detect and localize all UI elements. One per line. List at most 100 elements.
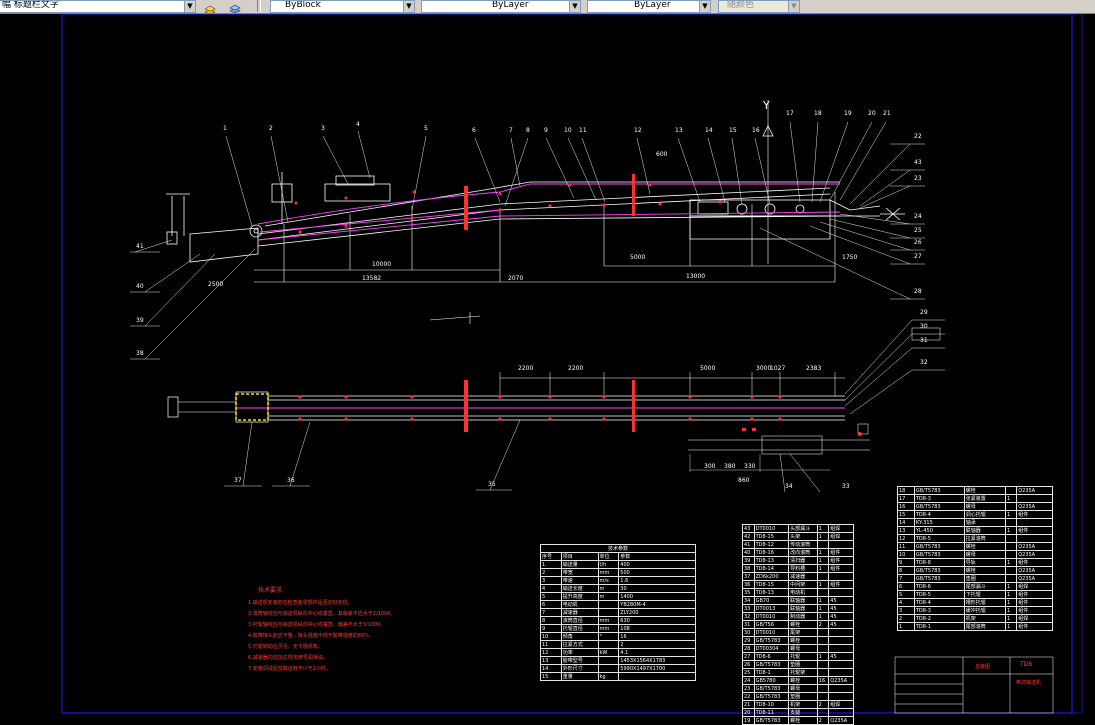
table-cell: 2	[540, 568, 562, 577]
table-cell: TD8-5	[913, 590, 965, 599]
text-style-dropdown[interactable]: 幅 标题栏文字 ▼	[0, 0, 196, 13]
table-cell: 29	[742, 636, 755, 645]
table-cell: YL-450	[913, 526, 965, 535]
chevron-down-icon[interactable]: ▼	[569, 1, 580, 12]
table-cell: DT0010	[753, 628, 790, 637]
table-cell: Q235A	[828, 676, 854, 685]
table-cell: 倾角	[560, 632, 599, 641]
table-cell: 1	[1005, 590, 1018, 599]
table-cell: 清扫器	[788, 556, 818, 565]
table-cell: 托辊架	[788, 668, 818, 677]
table-cell: mm	[597, 624, 620, 633]
linetype-dropdown[interactable]: ByLayer ▼	[421, 0, 581, 13]
table-cell: 12	[540, 648, 562, 657]
table-cell: 21	[742, 700, 755, 709]
table-cell: 1	[816, 564, 830, 573]
balloon: 24	[914, 213, 922, 220]
table-cell	[828, 588, 854, 597]
table-cell: 11	[897, 542, 915, 551]
table-cell: 27	[742, 652, 755, 661]
table-cell: DT0013	[753, 604, 790, 613]
lineweight-dropdown[interactable]: ByLayer ▼	[587, 0, 711, 13]
table-cell: 组件	[1016, 510, 1053, 519]
plan-leaders	[224, 319, 945, 493]
dimension: 2500	[208, 281, 224, 288]
drawing-number: TD8	[1020, 661, 1033, 668]
balloon: 3	[321, 125, 325, 132]
table-cell	[816, 636, 830, 645]
table-cell: 1	[1005, 606, 1018, 615]
table-cell: 组件	[828, 548, 854, 557]
layer-manager-icon[interactable]	[203, 0, 217, 13]
dimension: 2070	[508, 275, 524, 282]
table-cell: TD8-11	[753, 708, 790, 717]
layer-states-icon[interactable]	[228, 0, 242, 13]
table-cell: 500	[618, 568, 696, 577]
table-cell: TD8-4	[913, 510, 965, 519]
drawing-name: 带式输送机	[1016, 680, 1042, 686]
table-cell: 2	[816, 620, 830, 629]
elevation-leaders	[130, 121, 925, 360]
table-cell: 5	[540, 592, 562, 601]
table-cell: 45	[828, 652, 854, 661]
table-cell: DT00304	[753, 644, 790, 653]
table-cell: 螺栓	[788, 716, 818, 725]
table-cell: 7	[540, 608, 562, 617]
table-cell: 41	[742, 540, 755, 549]
table-cell: 重量	[560, 672, 599, 681]
balloon: 22	[914, 133, 922, 140]
axis-label: Y	[763, 99, 770, 112]
table-cell: 托辊	[788, 652, 818, 661]
table-cell	[828, 708, 854, 717]
table-cell: 滚筒直径	[560, 616, 599, 625]
table-cell	[597, 640, 620, 649]
table-cell: TD8-5	[913, 534, 965, 543]
table-cell: 30	[618, 584, 696, 593]
table-cell: 组件	[1016, 558, 1053, 567]
table-cell: TD8-3	[913, 606, 965, 615]
table-cell: 联轴器	[788, 604, 818, 613]
table-cell	[816, 628, 830, 637]
table-cell: ZLY200	[618, 608, 696, 617]
chevron-down-icon[interactable]: ▼	[184, 1, 195, 12]
table-cell: 1	[1005, 614, 1018, 623]
table-cell: Q235A	[1016, 574, 1053, 583]
dimension: 13000	[686, 273, 706, 280]
chevron-down-icon[interactable]: ▼	[403, 1, 414, 12]
notes-title: 技术要求	[258, 587, 283, 594]
drawing-canvas[interactable]: 1 2 3 4 5 6 7 8 9 10 11 12 13 14 15 16 1…	[0, 14, 1095, 725]
table-cell: GB/T5783	[913, 502, 965, 511]
table-cell: 2	[816, 716, 830, 725]
table-cell: TD8-8	[913, 558, 965, 567]
plan-markers	[298, 380, 862, 436]
chevron-down-icon[interactable]: ▼	[699, 1, 710, 12]
table-cell: 中间架	[788, 580, 818, 589]
table-cell: TD8-1	[913, 622, 965, 631]
table-cell: 31	[742, 620, 755, 629]
table-cell	[828, 668, 854, 677]
table-cell: GB/T5783	[913, 486, 965, 495]
color-dropdown[interactable]: ByBlock ▼	[270, 0, 415, 13]
table-cell: DT0010	[753, 524, 790, 533]
